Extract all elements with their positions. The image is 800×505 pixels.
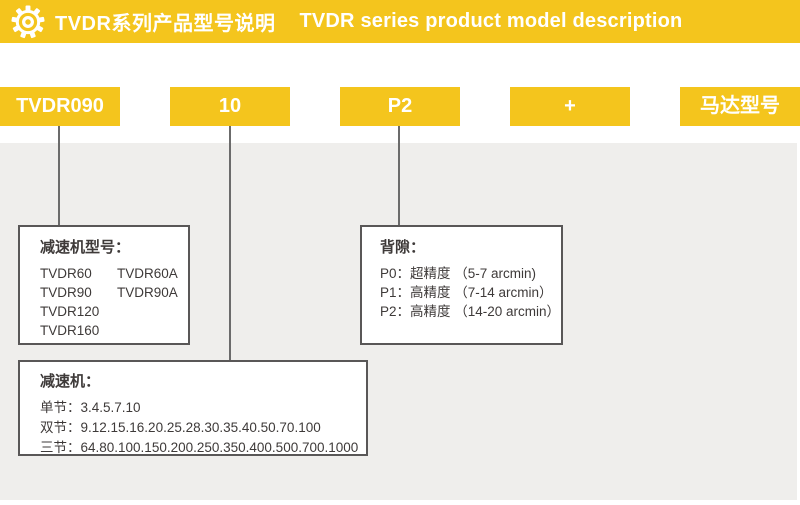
callout-reducer-ratio: 减速机： 单节：3.4.5.7.10 双节：9.12.15.16.20.25.2…	[18, 360, 368, 456]
model-segment-ratio: 10	[170, 87, 290, 126]
reducer-model-row: TVDR60 TVDR60A	[40, 264, 188, 283]
backlash-item-p2: P2：高精度 （14-20 arcmin）	[380, 304, 561, 319]
page-title-zh: TVDR系列产品型号说明	[55, 13, 276, 35]
reducer-model-row: TVDR90 TVDR90A	[40, 283, 188, 302]
backlash-item-p0: P0：超精度 （5-7 arcmin)	[380, 266, 537, 281]
reducer-model-cell: TVDR120	[40, 304, 100, 319]
callout-reducer-ratio-title: 减速机：	[40, 373, 101, 390]
reducer-model-cell: TVDR90	[40, 285, 92, 300]
model-segment-backlash: P2	[340, 87, 460, 126]
reducer-model-cell: TVDR60A	[117, 266, 178, 281]
reducer-model-cell: TVDR160	[40, 323, 100, 338]
reducer-model-cell: TVDR60	[40, 266, 92, 281]
header-bar: TVDR系列产品型号说明 TVDR series product model d…	[0, 0, 800, 43]
ratio-item-triple-stage: 三节：64.80.100.150.200.250.350.400.500.700…	[40, 440, 359, 455]
callout-reducer-model-title: 减速机型号：	[40, 239, 131, 256]
connector-line-reducer-series	[58, 126, 60, 225]
callout-backlash-title: 背隙：	[380, 239, 426, 256]
model-segment-motor-model: 马达型号	[680, 87, 800, 126]
ratio-item-double-stage: 双节：9.12.15.16.20.25.28.30.35.40.50.70.10…	[40, 420, 321, 435]
connector-line-backlash	[398, 126, 400, 225]
ratio-item-single-stage: 单节：3.4.5.7.10	[40, 400, 141, 415]
connector-line-ratio	[229, 126, 231, 360]
reducer-model-cell: TVDR90A	[117, 285, 178, 300]
reducer-model-row: TVDR120	[40, 302, 188, 321]
reducer-model-row: TVDR160	[40, 321, 188, 340]
model-segment-reducer-series: TVDR090	[0, 87, 120, 126]
gear-icon	[11, 4, 45, 38]
callout-backlash: 背隙： P0：超精度 （5-7 arcmin) P1：高精度 （7-14 arc…	[360, 225, 563, 345]
page-title-en: TVDR series product model description	[299, 10, 683, 32]
backlash-item-p1: P1：高精度 （7-14 arcmin）	[380, 285, 553, 300]
model-segment-plus: +	[510, 87, 630, 126]
callout-reducer-model: 减速机型号： TVDR60 TVDR60A TVDR90 TVDR90A TVDR1…	[18, 225, 190, 345]
